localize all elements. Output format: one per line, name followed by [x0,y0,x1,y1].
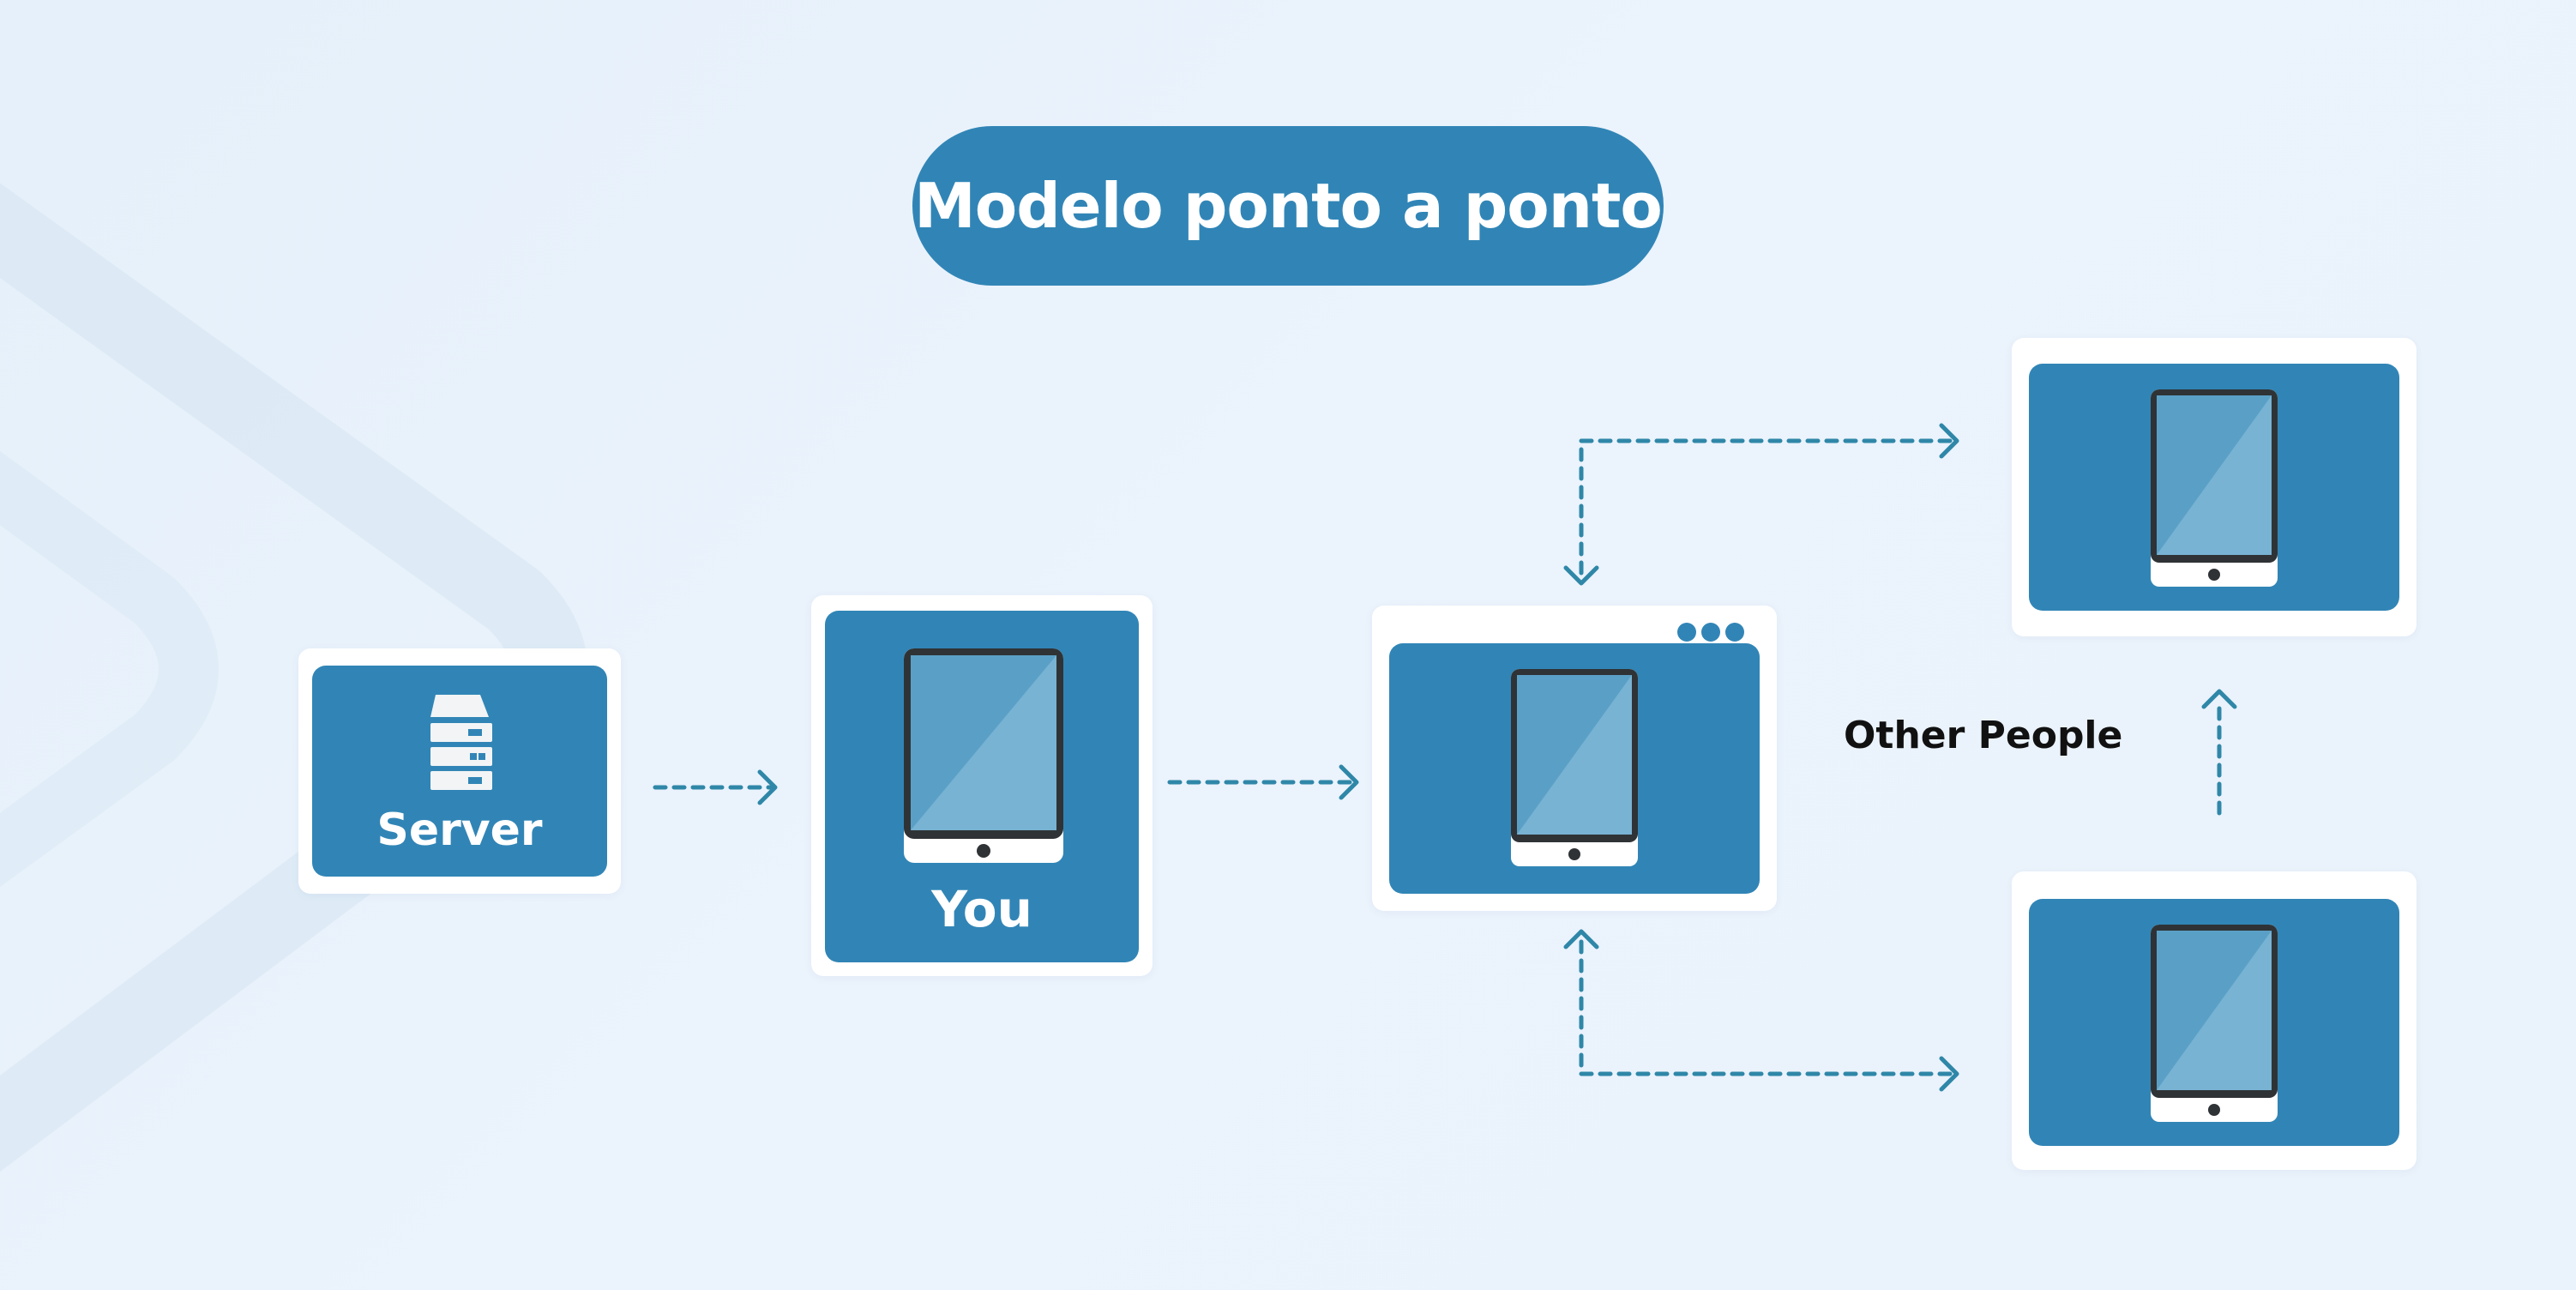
peer-card-bottom-body [2029,899,2399,1146]
server-card-body: Server [312,666,607,877]
server-card: Server [298,648,621,894]
diagram-title: Modelo ponto a ponto [912,126,1664,286]
tablet-icon [1511,669,1638,866]
peer-window-card [1372,606,1777,911]
tablet-icon [904,648,1063,863]
tablet-icon [2151,925,2278,1122]
server-label: Server [376,805,543,856]
server-rack-icon [430,695,492,790]
you-card: You [811,595,1153,976]
peer-window-body [1389,643,1760,894]
you-label: You [931,880,1032,938]
other-people-label: Other People [1844,714,2123,757]
you-card-body: You [825,611,1139,962]
peer-card-top [2012,338,2417,636]
peer-card-top-body [2029,364,2399,611]
three-dots-icon [1677,623,1744,642]
peer-card-bottom [2012,871,2417,1170]
tablet-icon [2151,389,2278,587]
